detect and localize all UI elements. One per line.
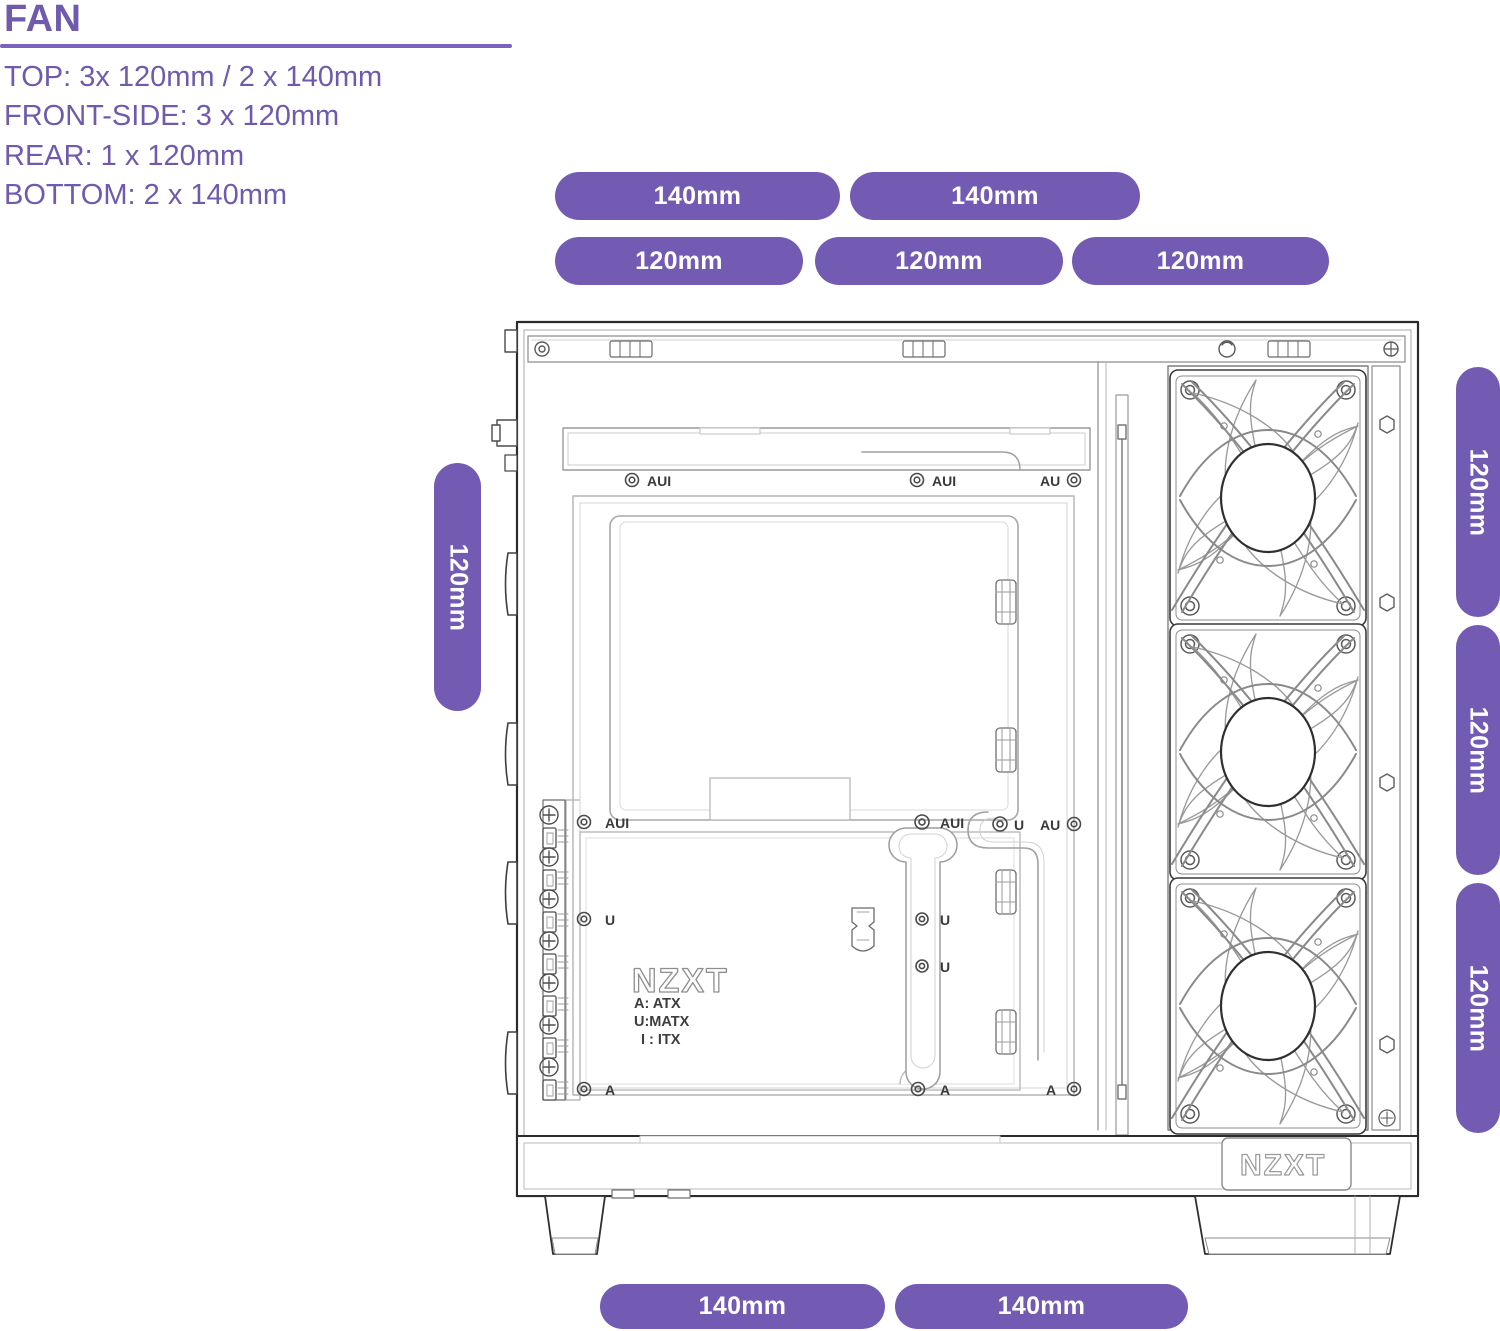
standoff-label-rail-1: AUI (940, 815, 964, 831)
standoff-label-rail-2: U (940, 912, 950, 928)
standoff-label-mid-right-1: U (1014, 817, 1024, 833)
legend-matx: U:MATX (634, 1014, 690, 1030)
standoff-label-mid-right-2: AU (1040, 817, 1060, 833)
badge-top-120-1[interactable]: 120mm (555, 237, 803, 285)
standoff-label-bot-2: A (940, 1082, 950, 1098)
badge-label: 140mm (698, 1292, 787, 1320)
badge-bottom-140-1[interactable]: 140mm (600, 1284, 885, 1329)
badge-label: 120mm (895, 246, 983, 275)
badge-right-120-3[interactable]: 120mm (1456, 883, 1500, 1133)
legend-atx: A: ATX (634, 996, 681, 1012)
legend-itx: I : ITX (641, 1032, 681, 1048)
badge-label: 120mm (635, 246, 723, 275)
badge-label: 140mm (997, 1292, 1086, 1320)
spec-line-bottom: BOTTOM: 2 x 140mm (4, 179, 288, 212)
badge-top-120-3[interactable]: 120mm (1072, 237, 1329, 285)
page-title: FAN (4, 0, 82, 40)
spec-line-rear: REAR: 1 x 120mm (4, 139, 245, 172)
standoff-label-bot-3: A (1046, 1082, 1056, 1098)
badge-top-140-1[interactable]: 140mm (555, 172, 840, 220)
badge-left-120[interactable]: 120mm (434, 463, 481, 711)
nzxt-tray-logo: NZXT (631, 961, 729, 1000)
badge-label: 140mm (653, 181, 742, 210)
badge-right-120-2[interactable]: 120mm (1456, 625, 1500, 875)
badge-top-140-2[interactable]: 140mm (850, 172, 1140, 220)
badge-label: 120mm (1464, 448, 1493, 536)
badge-label: 120mm (444, 543, 473, 631)
badge-label: 120mm (1464, 706, 1493, 794)
badge-right-120-1[interactable]: 120mm (1456, 367, 1500, 617)
title-divider (0, 43, 512, 48)
badge-label: 140mm (951, 181, 1039, 210)
badge-bottom-140-2[interactable]: 140mm (895, 1284, 1188, 1329)
standoff-label-top-1: AUI (647, 473, 671, 489)
badge-label: 120mm (1464, 964, 1493, 1052)
svg-text:NZXT: NZXT (632, 962, 729, 1000)
standoff-label-top-2: AUI (932, 473, 956, 489)
standoff-label-bot-1: A (605, 1082, 615, 1098)
badge-top-120-2[interactable]: 120mm (815, 237, 1063, 285)
nzxt-bottom-badge: NZXT (1240, 1149, 1326, 1182)
spec-line-top: TOP: 3x 120mm / 2 x 140mm (4, 60, 383, 93)
fan-spec-panel: FAN TOP: 3x 120mm / 2 x 140mm FRONT-SIDE… (0, 0, 520, 216)
badge-label: 120mm (1156, 246, 1245, 275)
standoff-label-mid-1: AUI (605, 815, 629, 831)
standoff-label-mid-2: U (605, 912, 615, 928)
spec-line-front-side: FRONT-SIDE: 3 x 120mm (4, 100, 340, 133)
standoff-label-rail-3: U (940, 959, 950, 975)
standoff-label-top-3: AU (1040, 473, 1060, 489)
